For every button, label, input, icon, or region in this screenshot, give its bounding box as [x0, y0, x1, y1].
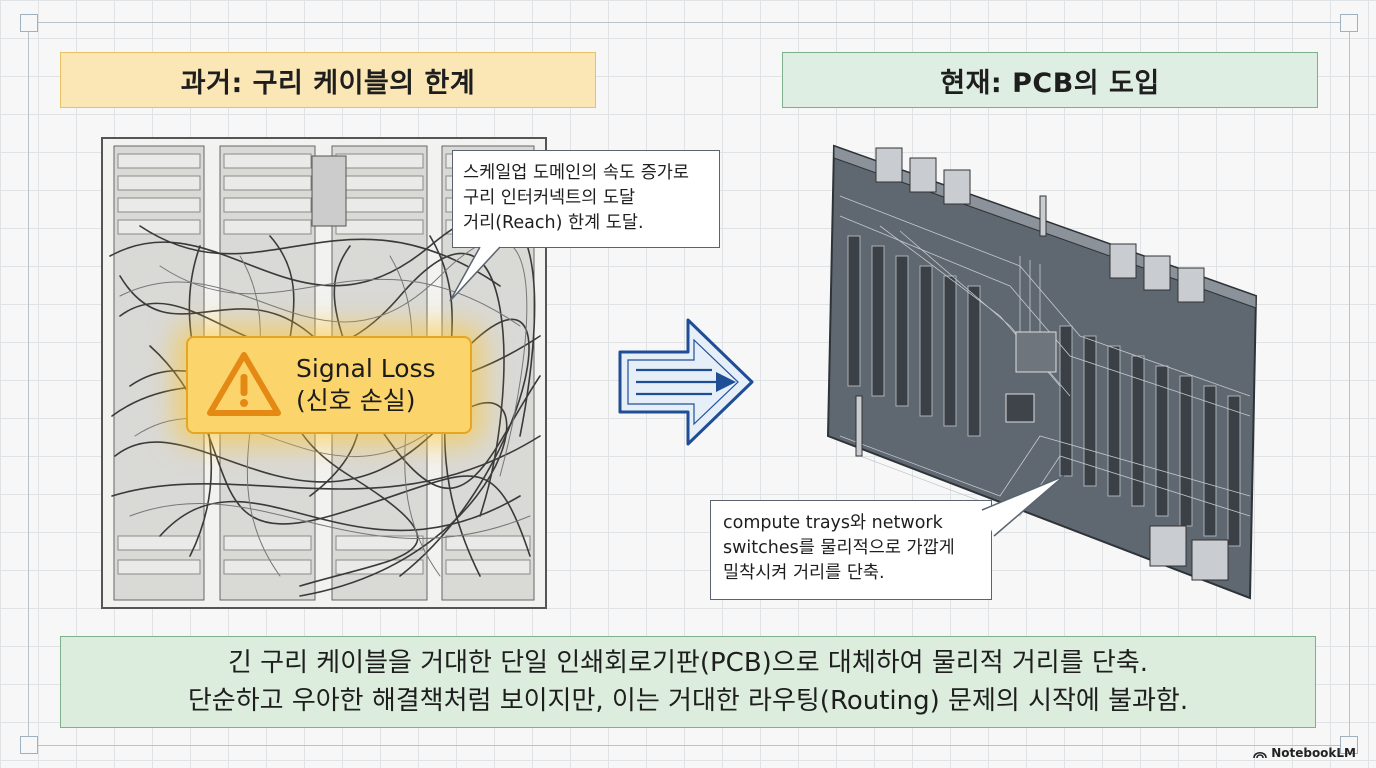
callout-pointer — [449, 246, 501, 302]
summary-line: 긴 구리 케이블을 거대한 단일 인쇄회로기판(PCB)으로 대체하여 물리적 … — [227, 648, 1149, 678]
signal-loss-badge: Signal Loss (신호 손실) — [186, 336, 472, 434]
signal-loss-text: Signal Loss (신호 손실) — [296, 353, 436, 417]
present-title: 현재: PCB의 도입 — [782, 52, 1318, 108]
signal-loss-sublabel: (신호 손실) — [296, 386, 416, 415]
summary-line: 단순하고 우아한 해결책처럼 보이지만, 이는 거대한 라우팅(Routing)… — [187, 686, 1189, 716]
callout-line: switches를 물리적으로 가깝게 — [723, 538, 955, 558]
callout-line: 거리(Reach) 한계 도달. — [463, 213, 644, 233]
callout-pointer — [981, 475, 1065, 537]
pcb-board-illustration — [826, 144, 1258, 600]
callout-line: compute trays와 network — [723, 513, 943, 533]
warning-triangle-icon — [207, 352, 281, 416]
frame-corner — [1340, 14, 1358, 32]
callout-line: 밀착시켜 거리를 단축. — [723, 563, 885, 583]
reach-limit-callout: 스케일업 도메인의 속도 증가로 구리 인터커넥트의 도달 거리(Reach) … — [452, 150, 720, 248]
notebooklm-logo-icon — [1253, 751, 1267, 759]
notebooklm-brand: NotebookLM — [1253, 746, 1356, 760]
transition-arrow-icon — [618, 318, 754, 446]
diagram-frame — [28, 22, 1350, 746]
frame-corner — [1340, 736, 1358, 754]
past-title: 과거: 구리 케이블의 한계 — [60, 52, 596, 108]
callout-line: 스케일업 도메인의 속도 증가로 — [463, 163, 689, 183]
callout-line: 구리 인터커넥트의 도달 — [463, 188, 636, 208]
frame-corner — [20, 736, 38, 754]
signal-loss-label: Signal Loss — [296, 354, 436, 383]
pcb-distance-callout: compute trays와 network switches를 물리적으로 가… — [710, 500, 992, 600]
brand-label: NotebookLM — [1271, 746, 1356, 760]
summary-box: 긴 구리 케이블을 거대한 단일 인쇄회로기판(PCB)으로 대체하여 물리적 … — [60, 636, 1316, 728]
frame-corner — [20, 14, 38, 32]
